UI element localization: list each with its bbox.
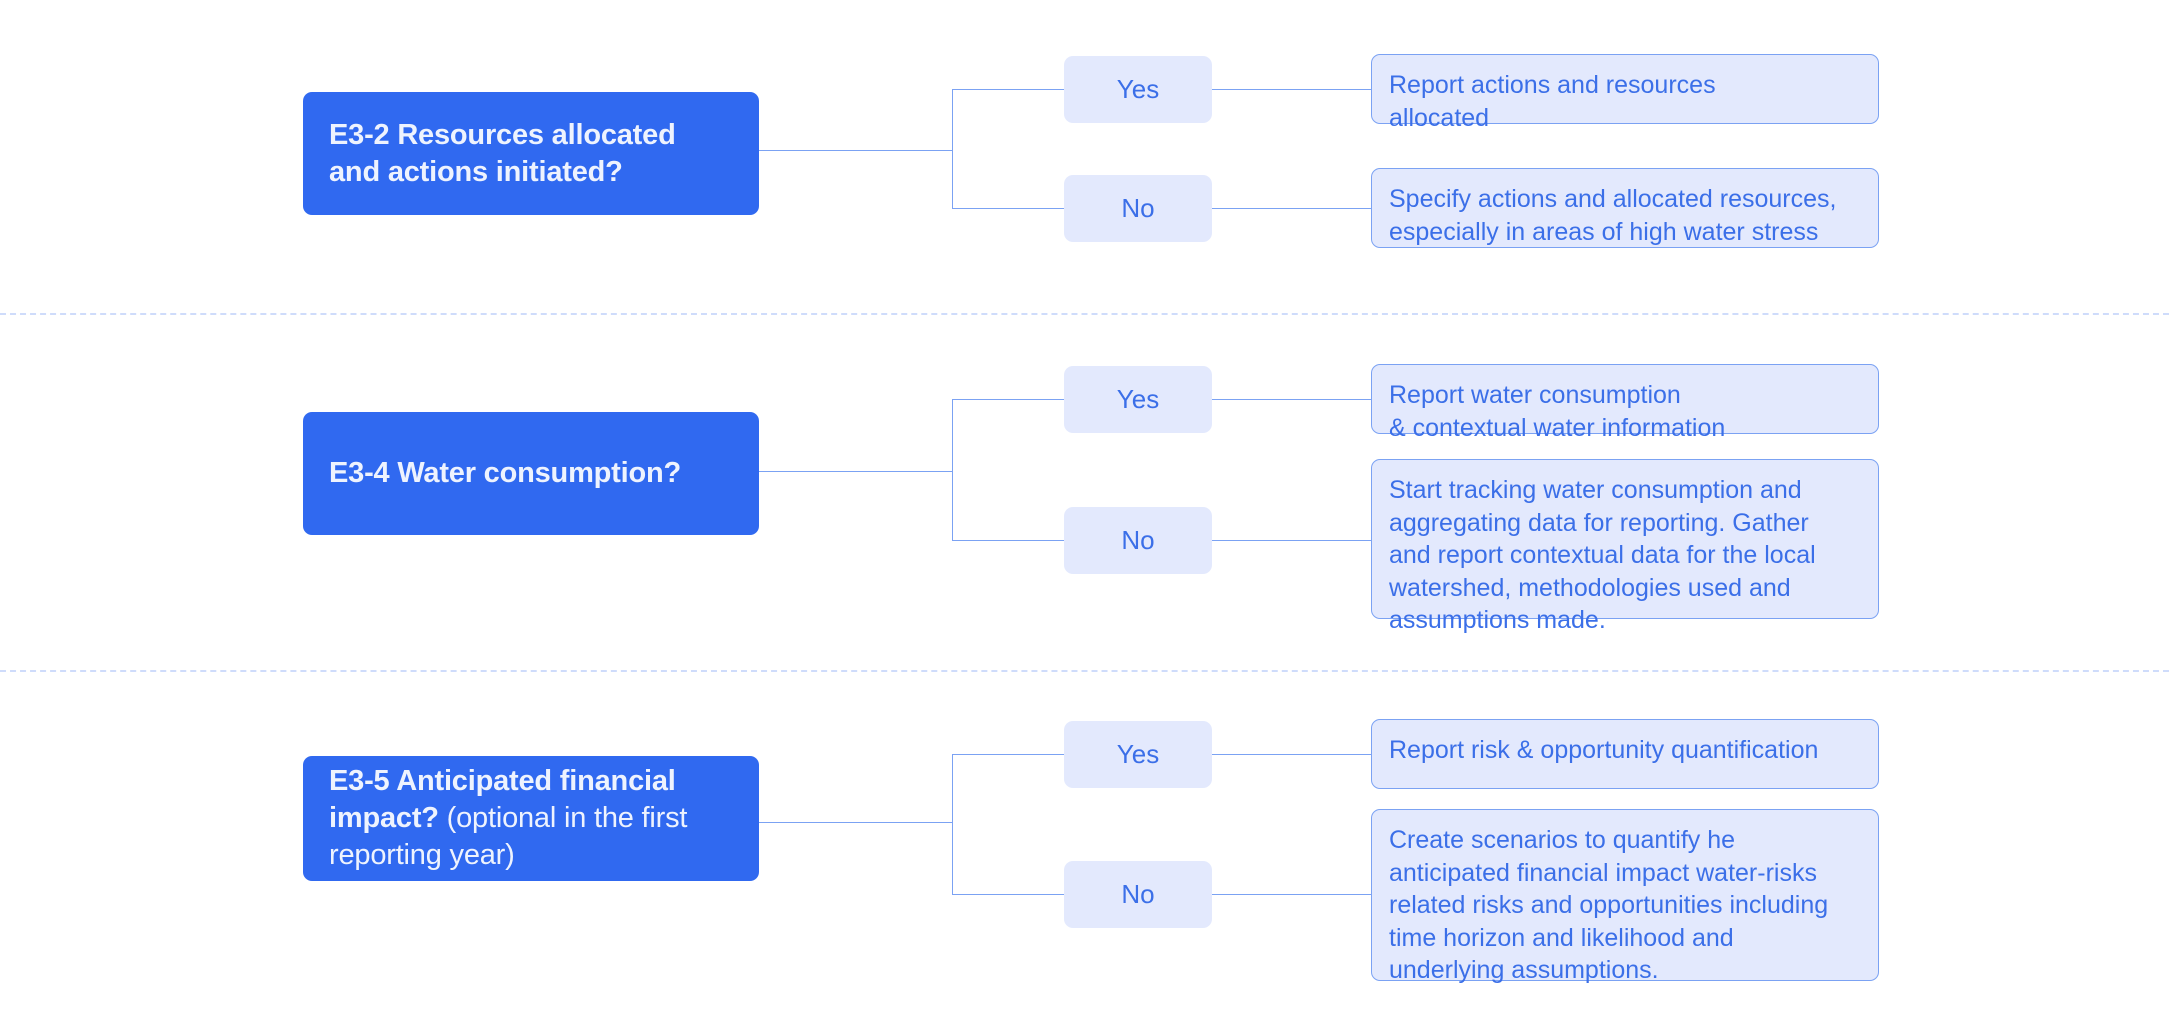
branch-label-yes-e3-5: Yes	[1116, 739, 1160, 769]
connector-branch-yes-e3-4	[952, 399, 1064, 400]
connector-trunk-e3-5	[952, 754, 953, 894]
question-text-e3-2: E3-2 Resources allocated and actions ini…	[329, 117, 733, 191]
question-box-e3-2[interactable]: E3-2 Resources allocated and actions ini…	[303, 92, 759, 215]
section-divider-1	[0, 313, 2169, 315]
question-bold-e3-2: E3-2 Resources allocated and actions ini…	[329, 118, 676, 188]
connector-branch-no-e3-4	[952, 540, 1064, 541]
outcome-box-no-e3-5[interactable]: Create scenarios to quantify he anticipa…	[1371, 809, 1879, 984]
outcome-box-yes-e3-2[interactable]: Report actions and resources allocated	[1371, 54, 1879, 132]
question-regular-e3-5: (optional in the first reporting year)	[329, 802, 688, 871]
branch-pill-no-e3-4[interactable]: No	[1064, 507, 1212, 574]
outcome-box-yes-e3-4[interactable]: Report water consumption & contextual wa…	[1371, 364, 1879, 442]
connector-trunk-e3-4	[952, 399, 953, 540]
question-text-e3-4: E3-4 Water consumption?	[329, 455, 681, 492]
branch-pill-yes-e3-4[interactable]: Yes	[1064, 366, 1212, 433]
section-divider-2	[0, 670, 2169, 672]
question-box-e3-5[interactable]: E3-5 Anticipated financial impact? (opti…	[303, 756, 759, 881]
outcome-box-yes-e3-5[interactable]: Report risk & opportunity quantification	[1371, 719, 1879, 789]
connector-outcome-yes-e3-4	[1212, 399, 1371, 400]
branch-label-no-e3-5: No	[1121, 879, 1155, 909]
connector-branch-no-e3-2	[952, 208, 1064, 209]
question-text-e3-5: E3-5 Anticipated financial impact? (opti…	[329, 763, 733, 873]
connector-outcome-yes-e3-2	[1212, 89, 1371, 90]
question-box-e3-4[interactable]: E3-4 Water consumption?	[303, 412, 759, 535]
connector-trunk-e3-2	[952, 89, 953, 209]
branch-label-yes-e3-2: Yes	[1116, 74, 1160, 104]
branch-label-yes-e3-4: Yes	[1116, 384, 1160, 414]
outcome-box-no-e3-4[interactable]: Start tracking water consumption and agg…	[1371, 459, 1879, 634]
branch-pill-no-e3-2[interactable]: No	[1064, 175, 1212, 242]
connector-branch-no-e3-5	[952, 894, 1064, 895]
outcome-box-no-e3-2[interactable]: Specify actions and allocated resources,…	[1371, 168, 1879, 248]
branch-label-no-e3-4: No	[1121, 525, 1155, 555]
connector-outcome-no-e3-4	[1212, 540, 1371, 541]
question-bold-e3-4: E3-4 Water consumption?	[329, 457, 682, 490]
connector-stem-e3-4	[759, 471, 952, 472]
branch-pill-no-e3-5[interactable]: No	[1064, 861, 1212, 928]
connector-stem-e3-2	[759, 150, 952, 151]
connector-outcome-no-e3-5	[1212, 894, 1371, 895]
branch-pill-yes-e3-2[interactable]: Yes	[1064, 56, 1212, 123]
question-bold-e3-5: E3-5 Anticipated financial impact?	[329, 765, 676, 835]
connector-outcome-yes-e3-5	[1212, 754, 1371, 755]
connector-branch-yes-e3-2	[952, 89, 1064, 90]
connector-branch-yes-e3-5	[952, 754, 1064, 755]
connector-stem-e3-5	[759, 822, 952, 823]
branch-label-no-e3-2: No	[1121, 193, 1155, 223]
branch-pill-yes-e3-5[interactable]: Yes	[1064, 721, 1212, 788]
connector-outcome-no-e3-2	[1212, 208, 1371, 209]
